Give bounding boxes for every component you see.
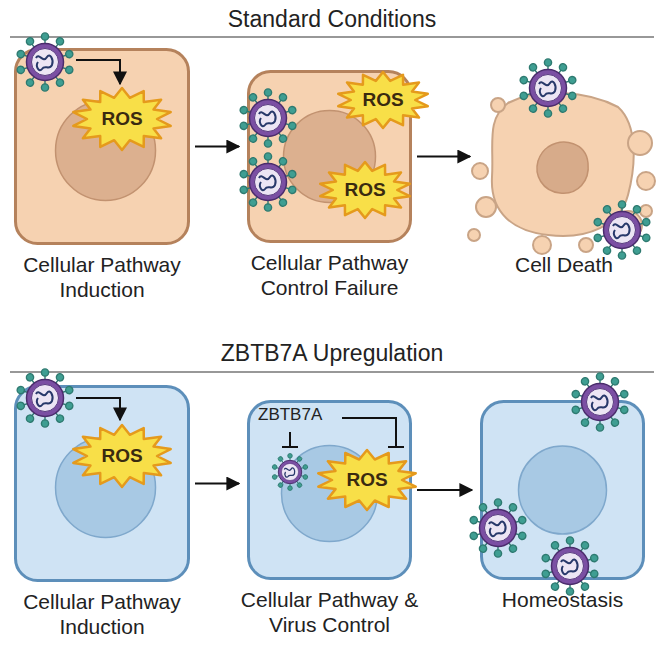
cell-box: Cellular Pathway InductionROS (14, 385, 190, 582)
virus-icon (239, 153, 297, 211)
ros-burst: ROS (72, 88, 172, 150)
nucleus (519, 446, 607, 534)
cell-shape (478, 85, 650, 245)
cell-caption: Cellular Pathway Induction (0, 253, 215, 303)
ros-burst: ROS (317, 450, 417, 510)
flow-arrow (195, 483, 239, 485)
divider-line (10, 36, 654, 37)
ros-label: ROS (337, 89, 429, 111)
cell-membrane (16, 50, 189, 244)
virus-icon (272, 454, 308, 491)
induction-arrow (76, 60, 120, 84)
nucleus (537, 142, 588, 193)
ros-burst: ROS (72, 425, 172, 487)
ros-label: ROS (72, 108, 172, 130)
virus-icon (16, 369, 74, 427)
virus-icon (16, 33, 74, 91)
cell-box: Homeostasis (480, 400, 645, 580)
ros-label: ROS (72, 445, 172, 467)
gene-label: ZBTB7A (258, 405, 322, 425)
section-heading: ZBTB7A Upregulation (0, 340, 664, 367)
inhibition-line (282, 432, 298, 447)
flow-arrow (195, 146, 239, 148)
cell-caption: Cell Death (451, 253, 664, 278)
virus-icon (593, 201, 651, 259)
cell-box: Cellular Pathway Control FailureROSROS (247, 70, 412, 243)
virus-icon (469, 499, 527, 557)
cell-box: Cellular Pathway InductionROS (14, 48, 190, 245)
cell-membrane (16, 387, 189, 581)
ros-label: ROS (319, 179, 411, 201)
cell-caption: Homeostasis (450, 588, 664, 613)
virus-icon (239, 89, 297, 147)
ros-label: ROS (317, 469, 417, 491)
flow-arrow (417, 489, 472, 491)
cell-membrane (482, 402, 644, 579)
cell-box: Cellular Pathway & Virus ControlROS (247, 400, 412, 580)
cell-box: Cell Death (478, 85, 650, 245)
flow-arrow (417, 156, 470, 158)
induction-arrow (76, 398, 120, 420)
cell-shape (480, 400, 645, 580)
virus-icon (571, 373, 629, 431)
ros-burst: ROS (337, 72, 429, 128)
cell-caption: Cellular Pathway & Virus Control (217, 588, 443, 638)
cell-caption: Cellular Pathway Control Failure (217, 251, 443, 301)
cell-caption: Cellular Pathway Induction (0, 590, 215, 640)
section-heading: Standard Conditions (0, 6, 664, 33)
inhibition-line (342, 418, 404, 447)
ros-burst: ROS (319, 162, 411, 218)
divider-line (10, 371, 654, 372)
dying-cell (468, 93, 655, 254)
virus-icon (519, 59, 577, 117)
virus-icon (541, 537, 599, 595)
